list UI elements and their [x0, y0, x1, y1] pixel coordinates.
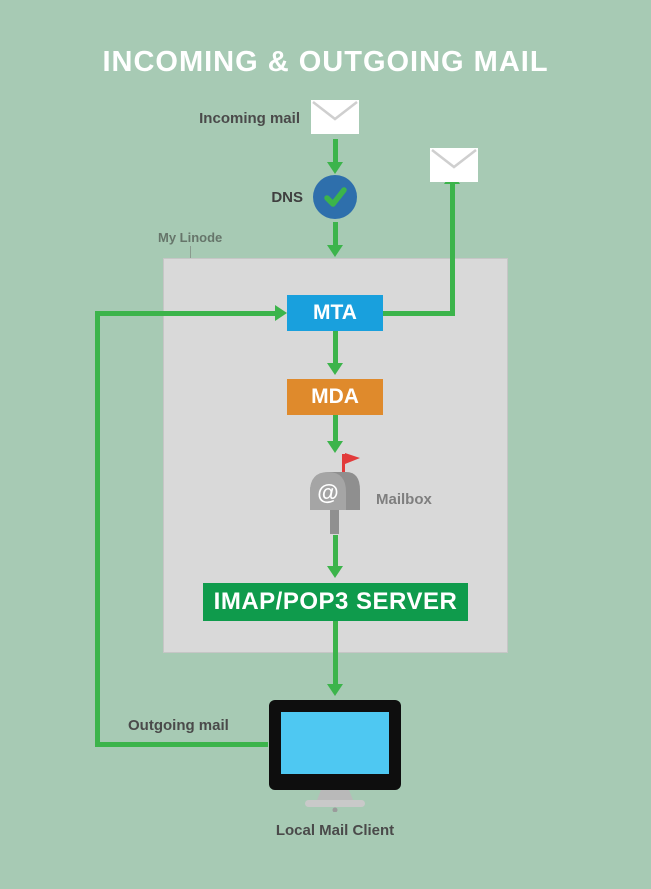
- check-icon: [324, 187, 347, 207]
- outgoing-arrow-head: [275, 305, 287, 321]
- arrow-envelope-to-dns-line: [333, 139, 338, 164]
- outgoing-line-bottom: [95, 742, 268, 747]
- incoming-mail-label: Incoming mail: [199, 110, 300, 127]
- arrow-mailbox-to-imap-head: [327, 566, 343, 578]
- dns-label: DNS: [271, 189, 303, 206]
- outgoing-line-vertical: [95, 311, 100, 747]
- mailbox-label: Mailbox: [376, 491, 432, 508]
- arrow-dns-to-linode-head: [327, 245, 343, 257]
- mta-node: MTA: [287, 295, 383, 331]
- arrow-dns-to-linode-line: [333, 222, 338, 247]
- outgoing-envelope-icon: [430, 148, 478, 182]
- arrow-mailbox-to-imap-line: [333, 535, 338, 568]
- monitor-icon: [269, 700, 401, 812]
- my-linode-leader-line: [190, 246, 191, 258]
- incoming-envelope-icon: [311, 100, 359, 134]
- arrow-envelope-to-dns-head: [327, 162, 343, 174]
- arrow-imap-to-client-line: [333, 621, 338, 686]
- arrow-mta-to-mda-line: [333, 331, 338, 365]
- mda-node: MDA: [287, 379, 383, 415]
- mailbox-icon: @: [310, 453, 360, 534]
- local-mail-client-label: Local Mail Client: [275, 822, 395, 839]
- page-title: INCOMING & OUTGOING MAIL: [102, 46, 549, 78]
- imap-pop3-server-node: IMAP/POP3 SERVER: [203, 583, 468, 621]
- dns-check-icon: [313, 175, 357, 219]
- outgoing-line-top: [95, 311, 275, 316]
- arrow-mda-to-mailbox-head: [327, 441, 343, 453]
- arrow-mda-to-mailbox-line: [333, 415, 338, 443]
- arrow-imap-to-client-head: [327, 684, 343, 696]
- arrow-mta-to-envelope-hline: [383, 311, 455, 316]
- at-symbol: @: [317, 480, 338, 505]
- arrow-mta-to-envelope-vline: [450, 184, 455, 316]
- outgoing-mail-label: Outgoing mail: [128, 717, 229, 734]
- arrow-mta-to-mda-head: [327, 363, 343, 375]
- my-linode-label: My Linode: [158, 230, 223, 245]
